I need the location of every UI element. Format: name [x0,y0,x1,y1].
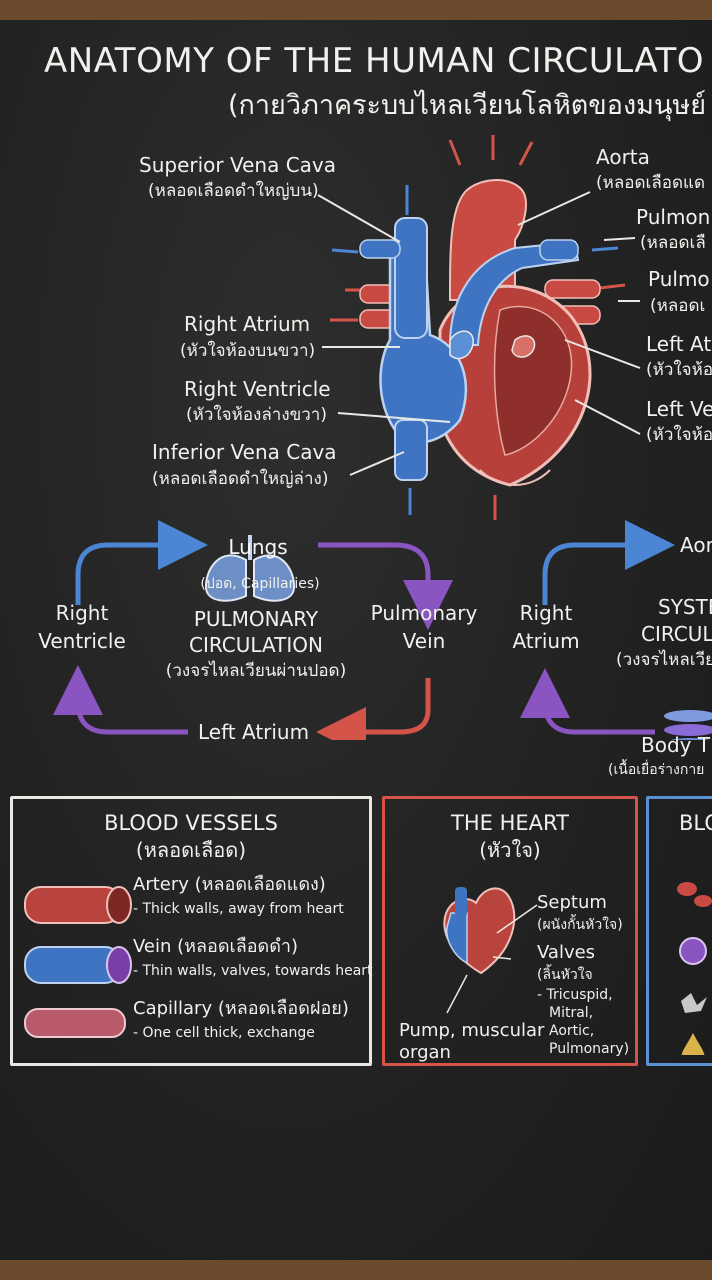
pump-label-2: organ [399,1042,451,1063]
pulmonary-artery-stub [359,239,401,259]
blood-vessels-title: BLOOD VESSELS [104,811,278,835]
label-right-ventricle: Right Ventricle [184,377,331,401]
label-pulmonary-1: Pulmon [636,205,711,229]
heart-apex [479,469,551,486]
heart-panel: THE HEART (หัวใจ) Septum (ผนังกั้นหัวใจ)… [382,796,638,1066]
vein-icon [24,946,132,984]
label-svc: Superior Vena Cava [139,153,337,177]
svc-tube [394,217,428,339]
systemic-aorta-label: Aor [680,533,712,557]
pulmonary-title-1: PULMONARY [193,607,319,631]
vein-desc: - Thin walls, valves, towards heart [133,963,373,979]
right-ventricle-label-2: Ventricle [38,629,126,653]
platelet-icon [681,993,707,1013]
label-right-atrium-thai: (หัวใจห้องบนขวา) [180,341,316,361]
valve-list-3: Aortic, [549,1023,595,1039]
label-left-atrium-thai: (หัวใจห้อ [646,360,712,380]
body-tissue-label-thai: (เนื้อเยื่อร่างกาย [608,762,705,778]
red-blood-cell-icon [677,882,697,896]
label-aorta: Aorta [596,145,650,169]
lungs-sublabel: (ปอด, Capillaries) [200,576,320,592]
artery-label: Artery (หลอดเลือดแดง) [133,874,326,895]
left-atrium-label: Left Atrium [198,720,310,744]
page-title-thai: (กายวิภาคระบบไหลเวียนโลหิตของมนุษย์ [228,90,707,121]
vein-label: Vein (หลอดเลือดดำ) [133,936,299,957]
systemic-title-2: CIRCUL [641,622,712,646]
pump-label-1: Pump, muscular [399,1020,545,1041]
label-pulmonary-2: Pulmo [648,267,710,291]
pulmonary-title-2: CIRCULATION [189,633,323,657]
artery-desc: - Thick walls, away from heart [133,901,344,917]
pulmonary-title-thai: (วงจรไหลเวียนผ่านปอด) [165,661,347,681]
pulmonary-artery-stub [539,239,579,261]
arrow-pv-to-la [316,678,431,740]
arrow-ra-to-aorta [542,520,675,605]
heart-diagram [330,135,626,520]
label-right-ventricle-thai: (หัวใจห้องล่างขวา) [186,405,327,425]
label-left-ventricle: Left Ve [646,397,712,421]
arrow-red [599,283,626,290]
mini-heart-icon [443,887,516,975]
label-left-atrium: Left At [646,332,712,356]
systemic-title-1: SYSTE [658,595,712,619]
white-blood-cell-icon [679,937,707,965]
label-aorta-thai: (หลอดเลือดแด [596,173,705,193]
systemic-title-thai: (วงจรไหลเวีย [616,650,712,670]
valve-list-4: Pulmonary) [549,1041,630,1057]
body-tissue-label: Body T [641,733,711,757]
arrow-la-to-rv [53,665,188,735]
plasma-drop-icon [681,1033,705,1055]
arrow-red [518,141,534,166]
label-svc-thai: (หลอดเลือดดำใหญ่บน) [148,181,319,201]
chalkboard: ANATOMY OF THE HUMAN CIRCULATO (กายวิภาค… [0,20,712,1260]
right-atrium-label-1: Right [519,601,573,625]
arrow-blue [591,246,619,252]
valve-shape [511,335,536,358]
arrow-blue [331,248,359,254]
arrow-rv-to-lungs [75,520,208,605]
ivc-tube [394,419,428,481]
label-ivc: Inferior Vena Cava [152,440,337,464]
label-ivc-thai: (หลอดเลือดดำใหญ่ล่าง) [152,469,329,489]
septum-label: Septum [537,892,607,913]
blood-panel: BLO [646,796,712,1066]
lungs-label: Lungs [228,535,288,559]
lungs-icon [204,535,296,602]
blood-panel-title: BLO [679,811,712,835]
arrow-body-to-ra [520,668,655,735]
capillary-icon [24,1008,126,1038]
blood-vessels-panel: BLOOD VESSELS (หลอดเลือด) Artery (หลอดเล… [10,796,373,1066]
pulmonary-vein-label-2: Vein [402,629,446,653]
right-atrium-label-2: Atrium [512,629,580,653]
septum-label-thai: (ผนังกั้นหัวใจ) [537,917,623,933]
blood-cells-icons [677,882,712,1055]
page-title: ANATOMY OF THE HUMAN CIRCULATO [44,41,704,81]
label-left-ventricle-thai: (หัวใจห้อ [646,425,712,445]
valve-shape [449,330,474,360]
valves-label: Valves [537,942,596,963]
arrow-lungs-to-pv [318,542,453,630]
heart-panel-title-thai: (หัวใจ) [479,838,541,862]
valve-list-1: - Tricuspid, [537,987,613,1003]
capillary-desc: - One cell thick, exchange [133,1025,315,1041]
heart-pointer-lines [317,191,641,476]
arrow-red [448,139,462,166]
blood-vessels-title-thai: (หลอดเลือด) [135,838,247,862]
label-pulmonary-1-thai: (หลอดเลื [640,233,706,253]
body-tissue-icon [664,710,712,740]
artery-icon [24,886,132,924]
right-ventricle-label-1: Right [55,601,109,625]
capillary-label: Capillary (หลอดเลือดฝอย) [133,998,349,1019]
heart-panel-pointers [446,904,538,1014]
label-pulmonary-2-thai: (หลอดเ [650,296,706,316]
pulmonary-vein-stub [544,279,601,299]
red-blood-cell-icon [694,895,712,907]
pulmonary-vein-label-1: Pulmonary [370,601,478,625]
heart-panel-title: THE HEART [451,811,569,835]
valves-label-thai: (ลิ้นหัวใจ [537,967,593,983]
valve-list-2: Mitral, [549,1005,594,1021]
label-right-atrium: Right Atrium [184,312,311,336]
pulmonary-loop [53,520,712,740]
